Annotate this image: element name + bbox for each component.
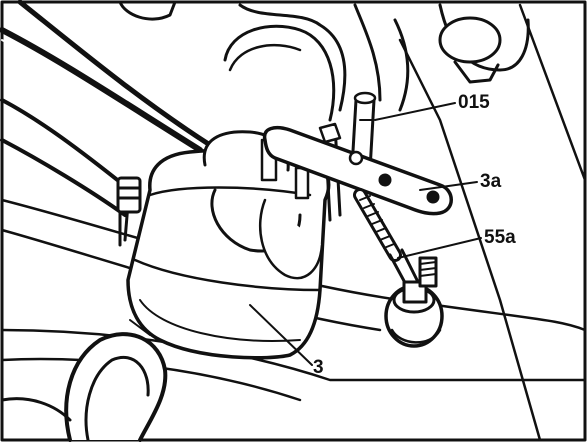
cables [0, 0, 213, 247]
leader-3 [249, 304, 313, 366]
hose-clamp [118, 0, 530, 84]
leader-015 [374, 102, 456, 121]
reservoir [126, 130, 331, 360]
callout-3a: 3a [480, 171, 502, 192]
leader-3a [419, 181, 478, 191]
round-housing [223, 3, 410, 122]
pin-55a [353, 188, 422, 294]
leader-55a [397, 237, 482, 259]
rubber-grommet [0, 332, 168, 442]
bracket-3a [262, 122, 453, 216]
callout-55a: 55a [484, 227, 516, 248]
leader-lines [249, 102, 482, 366]
bleed-fitting [384, 256, 444, 348]
callout-3: 3 [313, 357, 324, 378]
callout-015: 015 [458, 92, 490, 113]
